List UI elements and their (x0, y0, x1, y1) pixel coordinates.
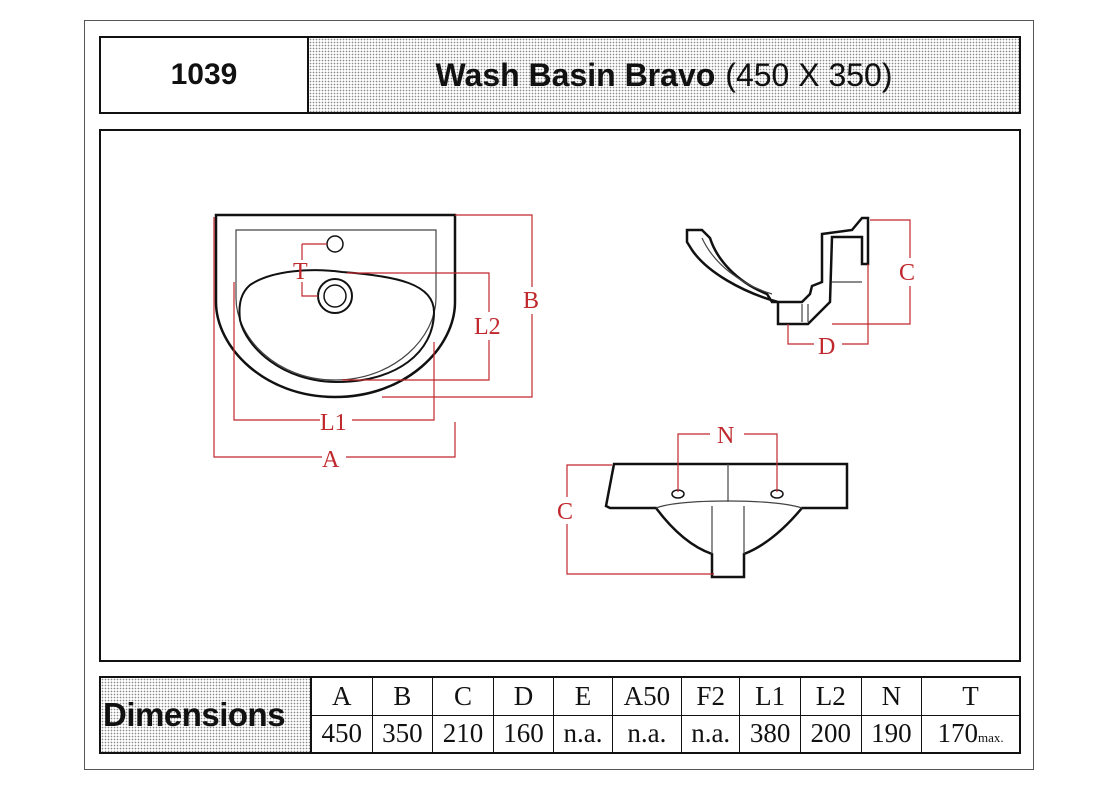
product-size: (450 X 350) (725, 56, 893, 93)
side-view-outline (685, 216, 870, 326)
dim-value-cell: 210 (432, 714, 494, 752)
tap-hole (326, 235, 344, 253)
product-name: Wash Basin Bravo (435, 56, 716, 93)
dim-line-l1 (233, 282, 435, 421)
dim-line-c-side (832, 219, 911, 325)
dim-value-cell-t: 170max. (921, 714, 1019, 752)
title-block: 1039 Wash Basin Bravo (450 X 350) (99, 36, 1021, 114)
label-c-front: C (557, 499, 573, 525)
side-view-inner-line (701, 237, 773, 295)
dim-header-cell: L2 (799, 678, 862, 716)
dimension-value-row: 450 350 210 160 n.a. n.a. n.a. 380 200 1… (311, 714, 1019, 752)
top-view-bowl (238, 269, 436, 384)
dimensions-block: Dimensions A B C D E A50 F2 L1 L2 N T 45… (99, 676, 1021, 754)
dimension-header-row: A B C D E A50 F2 L1 L2 N T (311, 678, 1019, 716)
label-d: D (818, 334, 835, 360)
t-value: 170 (937, 718, 978, 749)
front-view-inner (655, 464, 803, 554)
side-view: C D (685, 216, 915, 360)
dim-header-cell: C (432, 678, 494, 716)
dim-value-cell: 190 (860, 714, 923, 752)
dim-line-a (213, 217, 456, 458)
dim-header-cell: T (921, 678, 1019, 716)
dim-line-c-front (566, 464, 714, 575)
dimensions-table: A B C D E A50 F2 L1 L2 N T 450 350 210 1… (311, 678, 1019, 752)
front-view-dimensions (566, 433, 778, 575)
drain-inner (323, 284, 347, 308)
top-view-inner-rim (235, 229, 437, 381)
dim-header-cell: N (860, 678, 923, 716)
technical-drawing: A L1 B L2 T C D (99, 129, 1021, 662)
dim-line-l2 (342, 272, 490, 381)
dim-value-cell: n.a. (553, 714, 613, 752)
t-unit: max. (977, 730, 1004, 746)
dim-value-cell: 350 (371, 714, 434, 752)
basin-drawing-svg: A L1 B L2 T C D (213, 213, 915, 579)
dim-value-cell: n.a. (681, 714, 741, 752)
dim-line-n (677, 433, 778, 492)
dim-value-cell: 200 (799, 714, 862, 752)
top-view: A L1 B L2 T (213, 213, 539, 473)
side-view-trap (801, 281, 862, 322)
dim-value-cell: n.a. (611, 714, 683, 752)
dim-value-cell: 380 (739, 714, 801, 752)
dim-header-cell: E (553, 678, 613, 716)
dimensions-label: Dimensions (101, 678, 311, 752)
product-title: Wash Basin Bravo (450 X 350) (309, 38, 1019, 112)
dim-header-cell: B (371, 678, 434, 716)
drain-outer (317, 278, 353, 314)
dim-header-cell: F2 (681, 678, 741, 716)
top-view-dimensions (213, 214, 533, 458)
dim-line-b (382, 214, 533, 398)
dim-header-cell: A50 (611, 678, 683, 716)
label-t: T (293, 259, 308, 285)
label-l2: L2 (474, 314, 501, 340)
label-n: N (717, 423, 734, 449)
top-view-outer-outline (214, 213, 457, 399)
dim-header-cell: A (311, 678, 373, 716)
label-b: B (523, 288, 539, 314)
dim-line-t (301, 243, 327, 297)
dim-header-cell: L1 (739, 678, 801, 716)
label-c-side: C (899, 260, 915, 286)
dim-value-cell: 450 (311, 714, 373, 752)
label-l1: L1 (320, 410, 347, 436)
dim-line-d (787, 264, 869, 345)
front-view: N C (557, 423, 849, 579)
side-view-dimensions (787, 219, 911, 345)
page-frame (84, 20, 1034, 770)
dim-header-cell: D (492, 678, 555, 716)
front-view-outline (604, 462, 849, 579)
label-a: A (322, 447, 340, 473)
product-code: 1039 (101, 38, 309, 112)
dim-value-cell: 160 (492, 714, 555, 752)
